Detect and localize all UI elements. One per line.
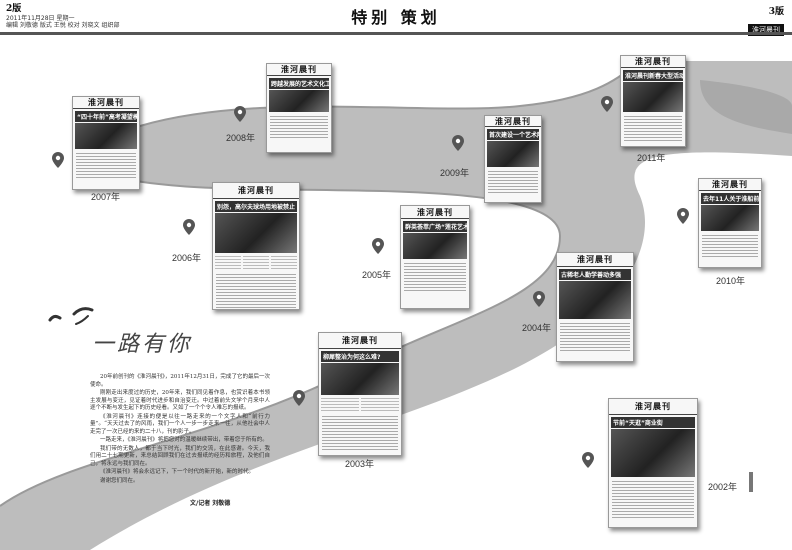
masthead: 淮河晨刊 [699, 179, 761, 191]
newspaper-2011: 淮河晨刊 淮河晨刊新春大型活动 [620, 55, 686, 147]
year-label-2002: 2002年 [708, 482, 738, 492]
essay-paragraph: 20年前创刊的《淮河晨刊》，2011年12月31日，完成了它的最后一次使命。 [90, 374, 270, 388]
newspaper-2003: 淮河晨刊 柳犀整治为何这么难? [318, 332, 402, 456]
headline: 别怨，高尔夫球场用地被禁止 [215, 201, 297, 213]
slogan-heading: 一路有你 [92, 332, 193, 357]
essay-paragraph: 刚刚走出来度过的历史，20年来，我们同见着作息，也赏识着本书领主发展与变迁，见证… [90, 390, 270, 411]
front-photo [559, 280, 631, 319]
year-label-2003: 2003年 [345, 459, 375, 469]
front-photo [269, 89, 329, 112]
newspaper-2010: 淮河晨刊 去年11人关于淮船前行 [698, 178, 762, 268]
header-rule [0, 32, 792, 35]
headline: 群英荟萃广场“莲花艺术节” [403, 221, 467, 233]
road-band [0, 61, 792, 550]
year-label-2007: 2007年 [91, 192, 121, 202]
masthead: 淮河晨刊 [485, 116, 541, 128]
newspaper-2004: 淮河晨刊 古稀老人勤学善动多强 [556, 252, 634, 362]
headline: 淮河晨刊新春大型活动 [623, 69, 683, 81]
year-label-2009: 2009年 [440, 168, 470, 178]
essay-paragraph: 一路走来，《淮河晨刊》将把您对的温暖继续带出，带着您于所有的。 [100, 437, 268, 443]
page-header: 2版 2011年11月28日 星期一 编辑 刘敬德 版式 王悦 校对 刘晓文 组… [0, 0, 792, 36]
year-label-2011: 2011年 [637, 153, 666, 163]
year-label-2006: 2006年 [172, 253, 202, 263]
front-photo [611, 429, 695, 478]
headline: 节前“天逛”商业街 [611, 417, 695, 429]
map-pin-icon [601, 96, 613, 112]
newspaper-2006: 淮河晨刊 别怨，高尔夫球场用地被禁止 [212, 182, 300, 310]
text-columns [612, 479, 694, 518]
newspaper-2002: 淮河晨刊 节前“天逛”商业街 [608, 398, 698, 528]
left-page-number: 2版 [6, 4, 22, 14]
page-edge-marker [749, 472, 753, 492]
front-photo [321, 362, 399, 395]
masthead: 淮河晨刊 [401, 206, 469, 220]
text-columns [624, 113, 682, 141]
newspaper-2005: 淮河晨刊 群英荟萃广场“莲花艺术节” [400, 205, 470, 309]
left-folio: 2版 2011年11月28日 星期一 编辑 刘敬德 版式 王悦 校对 刘晓文 组… [6, 4, 119, 29]
headline: 跨越发展的艺术文化工程 [269, 77, 329, 89]
text-columns [560, 320, 630, 354]
body-text [216, 272, 296, 309]
map-pin-icon [52, 152, 64, 168]
headline: 古稀老人勤学善动多强 [559, 268, 631, 280]
front-photo [487, 141, 539, 168]
masthead: 淮河晨刊 [213, 183, 299, 200]
front-photo [215, 213, 297, 254]
map-pin-icon [234, 106, 246, 122]
page-title: 特别 策划 [351, 8, 441, 27]
right-page-number: 3版 [768, 7, 784, 17]
headline: 首次建设一个艺术阿奇者的新作 [487, 129, 539, 141]
headline: 去年11人关于淮船前行 [701, 192, 759, 204]
front-photo [701, 204, 759, 231]
map-pin-icon [293, 390, 305, 406]
map-pin-icon [582, 452, 594, 468]
text-columns [404, 261, 466, 292]
year-label-2005: 2005年 [362, 270, 392, 280]
newspaper-2009: 淮河晨刊 首次建设一个艺术阿奇者的新作 [484, 115, 542, 203]
front-photo [623, 81, 683, 112]
text-columns [215, 254, 297, 271]
headline: “四十年前”高考凝望模糊看像 [75, 111, 137, 123]
text-columns [702, 232, 758, 259]
masthead: 淮河晨刊 [557, 253, 633, 267]
text-columns [76, 151, 136, 179]
year-label-2004: 2004年 [522, 323, 552, 333]
essay-paragraph: 《淮河晨刊》连接的便是以往一路走来的一个文字人和“前行力量”。“天天过去了的风雨… [90, 413, 270, 435]
year-label-2010: 2010年 [716, 276, 746, 286]
essay-byline: 文/记者 刘敬德 [190, 500, 231, 507]
text-columns [488, 169, 538, 196]
essay-paragraph: 谢谢您们同在。 [100, 477, 139, 484]
year-label-2008: 2008年 [226, 133, 256, 143]
masthead: 淮河晨刊 [609, 399, 697, 416]
map-pin-icon [677, 208, 689, 224]
left-date: 2011年11月28日 星期一 [6, 15, 75, 22]
brush-stroke-decoration [48, 307, 94, 325]
map-pin-icon [372, 238, 384, 254]
essay-text: 20年前创刊的《淮河晨刊》，2011年12月31日，完成了它的最后一次使命。 刚… [90, 374, 270, 486]
front-photo [403, 233, 467, 260]
text-columns [321, 395, 399, 412]
newspaper-2008: 淮河晨刊 跨越发展的艺术文化工程 [266, 63, 332, 153]
left-staff: 编辑 刘敬德 版式 王悦 校对 刘晓文 组织部 [6, 22, 120, 29]
masthead: 淮河晨刊 [319, 333, 401, 349]
masthead: 淮河晨刊 [267, 64, 331, 76]
essay-paragraph: 《淮河晨刊》将会永远记下，下一个时代的新开始，新的时代。 [100, 469, 255, 475]
map-pin-icon [183, 219, 195, 235]
headline: 柳犀整治为何这么难? [321, 350, 399, 362]
masthead: 淮河晨刊 [621, 56, 685, 68]
road-ribbon [700, 80, 792, 134]
essay-paragraph: 我们带的无数人，都于当下时光，我们的交流，在此感谢。今天，我们用二十七期更新，来… [90, 445, 270, 467]
map-pin-icon [452, 135, 464, 151]
newspaper-2007: 淮河晨刊 “四十年前”高考凝望模糊看像 [72, 96, 140, 190]
masthead: 淮河晨刊 [73, 97, 139, 110]
body-text [322, 413, 398, 451]
front-photo [75, 123, 137, 150]
map-pin-icon [533, 291, 545, 307]
text-columns [270, 113, 328, 140]
